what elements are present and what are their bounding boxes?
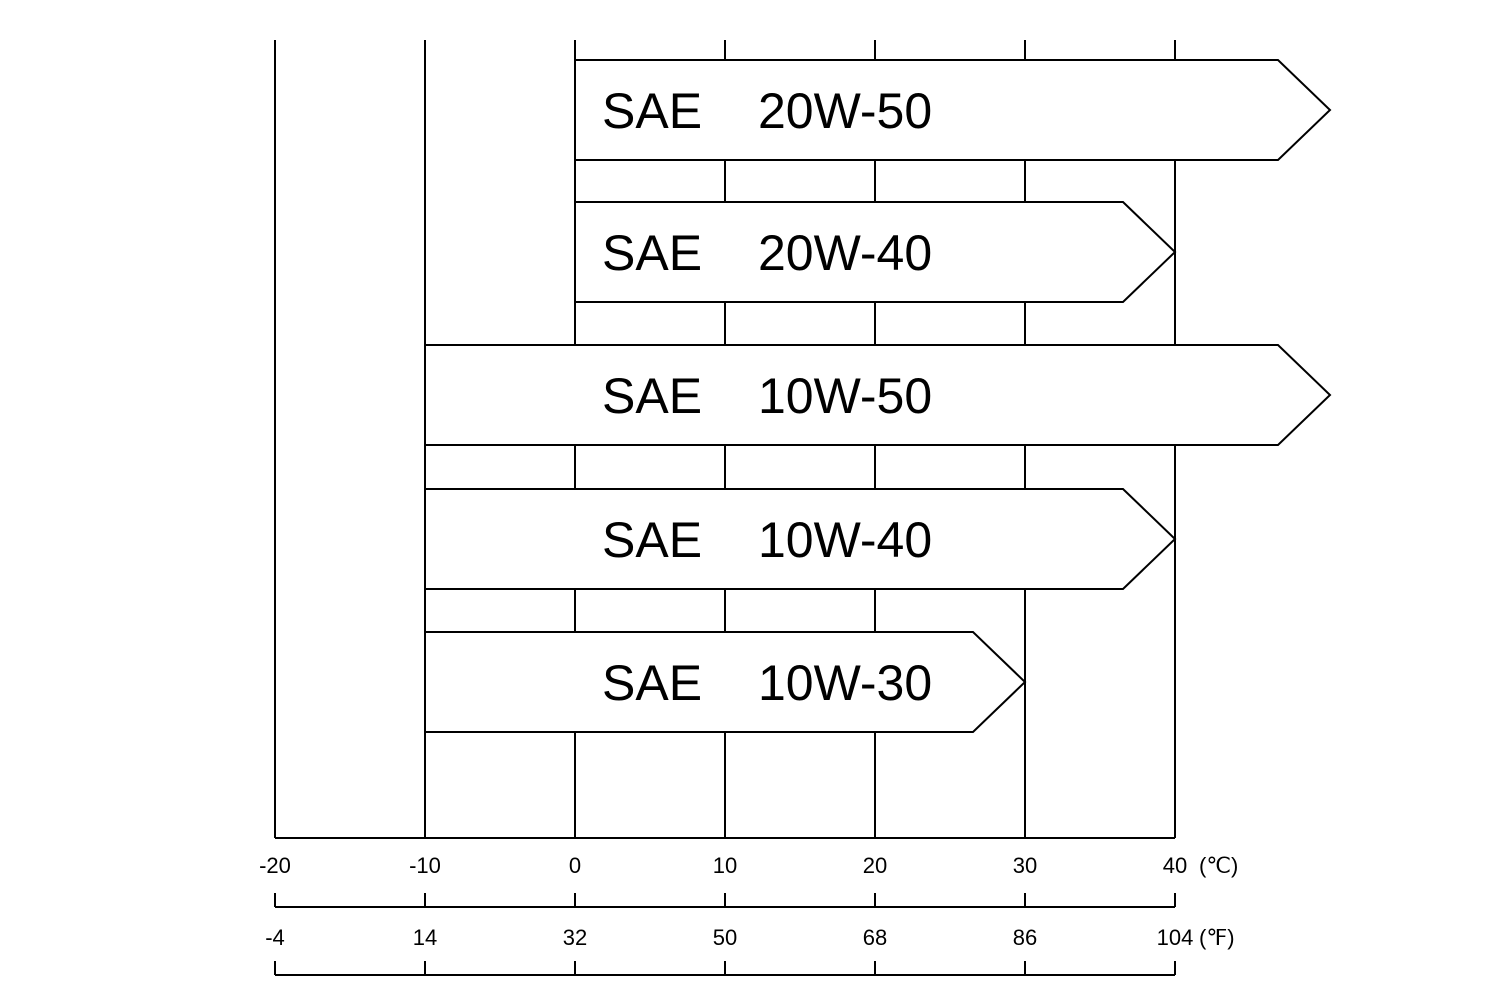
viscosity-band: SAE 10W-50 bbox=[424, 344, 1332, 446]
band-arrow bbox=[424, 488, 1177, 590]
fahrenheit-tick-label: 104 bbox=[1157, 925, 1194, 950]
band-arrow bbox=[424, 344, 1332, 446]
band-arrow bbox=[424, 631, 1027, 733]
band-grade-label: 20W-40 bbox=[758, 225, 932, 281]
celsius-unit-label: (℃) bbox=[1199, 853, 1238, 878]
band-grade-label: 10W-30 bbox=[758, 655, 932, 711]
viscosity-band: SAE 10W-30 bbox=[424, 631, 1027, 733]
viscosity-band: SAE 20W-50 bbox=[574, 59, 1332, 161]
fahrenheit-tick-label: -4 bbox=[265, 925, 285, 950]
band-arrow bbox=[574, 201, 1177, 303]
band-grade-label: 10W-40 bbox=[758, 512, 932, 568]
fahrenheit-axis: -4 14 32 50 68 86 104(℉) bbox=[265, 925, 1235, 976]
fahrenheit-tick-label: 50 bbox=[713, 925, 737, 950]
celsius-tick-label: 0 bbox=[569, 853, 581, 878]
band-arrow bbox=[574, 59, 1332, 161]
celsius-tick-label: 40 bbox=[1163, 853, 1187, 878]
fahrenheit-tick-label: 68 bbox=[863, 925, 887, 950]
band-prefix-label: SAE bbox=[602, 655, 702, 711]
band-prefix-label: SAE bbox=[602, 512, 702, 568]
celsius-tick-label: -10 bbox=[409, 853, 441, 878]
band-prefix-label: SAE bbox=[602, 83, 702, 139]
celsius-tick-label: 10 bbox=[713, 853, 737, 878]
celsius-tick-label: 30 bbox=[1013, 853, 1037, 878]
viscosity-band: SAE 20W-40 bbox=[574, 201, 1177, 303]
celsius-tick-label: 20 bbox=[863, 853, 887, 878]
celsius-tick-label: -20 bbox=[259, 853, 291, 878]
fahrenheit-tick-label: 86 bbox=[1013, 925, 1037, 950]
band-grade-label: 10W-50 bbox=[758, 368, 932, 424]
celsius-axis: -20 -10 0 10 20 30 40 (℃) bbox=[259, 853, 1238, 908]
viscosity-band: SAE 10W-40 bbox=[424, 488, 1177, 590]
band-prefix-label: SAE bbox=[602, 225, 702, 281]
fahrenheit-tick-label: 14 bbox=[413, 925, 437, 950]
band-prefix-label: SAE bbox=[602, 368, 702, 424]
fahrenheit-unit-label: (℉) bbox=[1199, 925, 1235, 950]
band-grade-label: 20W-50 bbox=[758, 83, 932, 139]
fahrenheit-tick-label: 32 bbox=[563, 925, 587, 950]
